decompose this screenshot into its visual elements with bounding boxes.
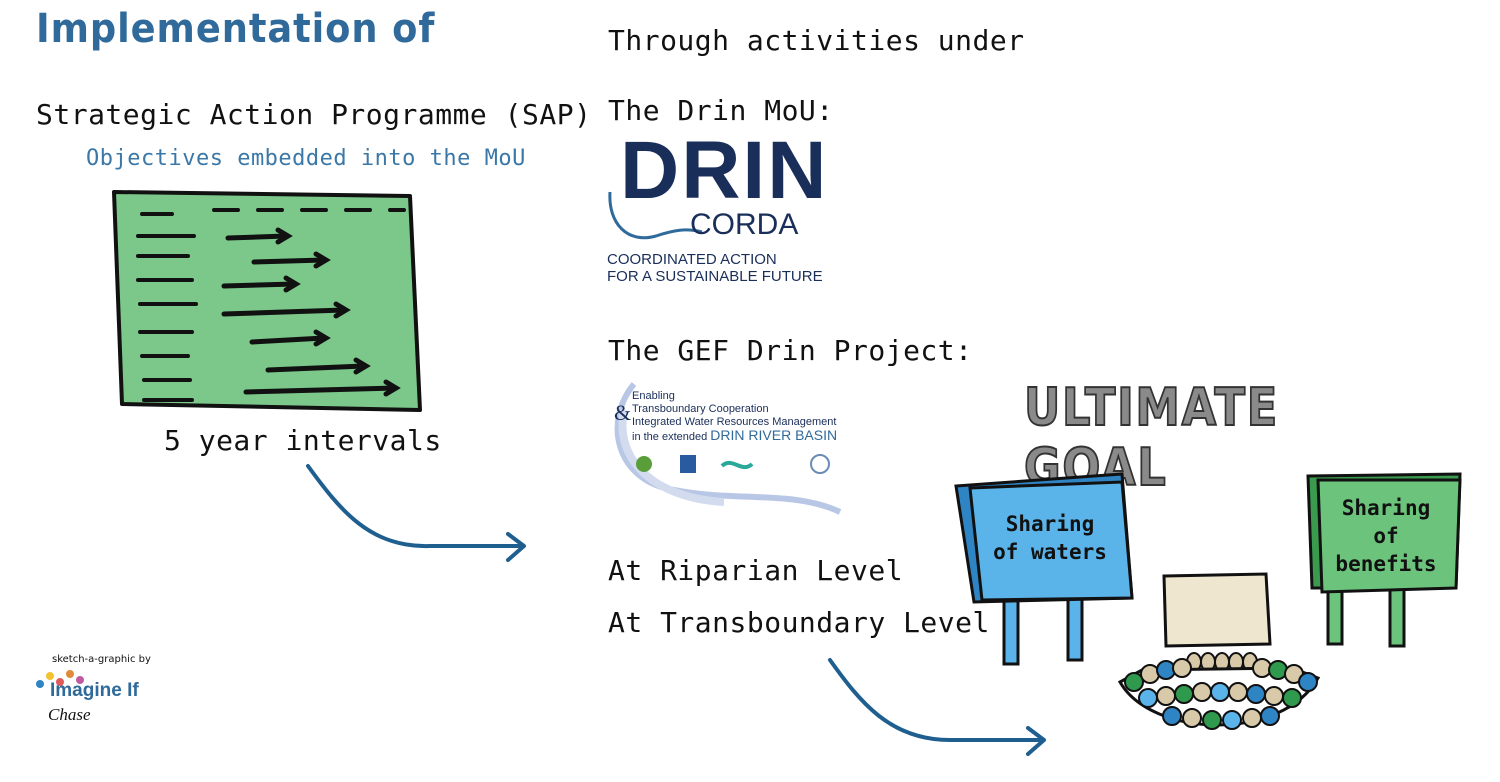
benefits-sign-icon bbox=[1306, 472, 1462, 648]
partner-logos-icon bbox=[636, 454, 830, 474]
benefits-sign-line-3: benefits bbox=[1335, 552, 1437, 576]
intervals-label: 5 year intervals bbox=[164, 424, 442, 457]
gef-line-2: Transboundary Cooperation bbox=[632, 403, 769, 415]
gef-swoosh-icon bbox=[614, 382, 842, 515]
waters-sign-icon bbox=[954, 472, 1134, 666]
benefits-sign-line-2: of bbox=[1373, 524, 1399, 548]
drin-wave-icon bbox=[608, 191, 703, 240]
artist-signature: Chase bbox=[48, 705, 91, 724]
imagine-if-dots-icon bbox=[36, 670, 84, 688]
gef-line-1: Enabling bbox=[632, 390, 675, 402]
drin-tagline-1: COORDINATED ACTION bbox=[607, 251, 777, 268]
gef-line-4: in the extended bbox=[632, 431, 708, 443]
drin-logo-text: DRIN bbox=[620, 125, 829, 216]
credit-by-label: sketch-a-graphic by bbox=[52, 654, 151, 665]
sap-document-illustration bbox=[112, 190, 422, 412]
gef-line-3: Integrated Water Resources Management bbox=[632, 416, 837, 428]
arrow-to-activities-icon bbox=[306, 464, 526, 562]
transboundary-level: At Transboundary Level bbox=[608, 606, 990, 639]
page-title: Implementation of bbox=[36, 6, 436, 52]
audience-meeting-icon bbox=[1117, 572, 1321, 730]
objectives-subtitle: Objectives embedded into the MoU bbox=[86, 146, 526, 171]
waters-sign-text: Sharing of waters bbox=[980, 510, 1120, 566]
mou-heading: The Drin MoU: bbox=[608, 94, 834, 127]
gef-heading: The GEF Drin Project: bbox=[608, 334, 973, 367]
gef-amp: & bbox=[614, 400, 632, 425]
through-heading: Through activities under bbox=[608, 24, 1025, 57]
arrow-to-goal-icon bbox=[828, 658, 1046, 756]
riparian-level: At Riparian Level bbox=[608, 554, 904, 587]
waters-sign-line-2: of waters bbox=[993, 540, 1107, 564]
drin-tagline-2: FOR A SUSTAINABLE FUTURE bbox=[607, 268, 823, 285]
drin-logo-subtext: CORDA bbox=[690, 208, 799, 241]
sap-heading: Strategic Action Programme (SAP) bbox=[36, 98, 592, 131]
ultimate-goal-heading: ULTIMATE GOAL bbox=[1023, 377, 1280, 499]
gef-logo-text: Enabling Transboundary Cooperation Integ… bbox=[632, 390, 837, 444]
benefits-sign-text: Sharing of benefits bbox=[1320, 494, 1452, 578]
waters-sign-line-1: Sharing bbox=[1005, 512, 1095, 536]
benefits-sign-line-1: Sharing bbox=[1341, 496, 1431, 520]
imagine-if-brand: Imagine If bbox=[50, 680, 139, 701]
gef-basin: DRIN RIVER BASIN bbox=[710, 427, 838, 443]
